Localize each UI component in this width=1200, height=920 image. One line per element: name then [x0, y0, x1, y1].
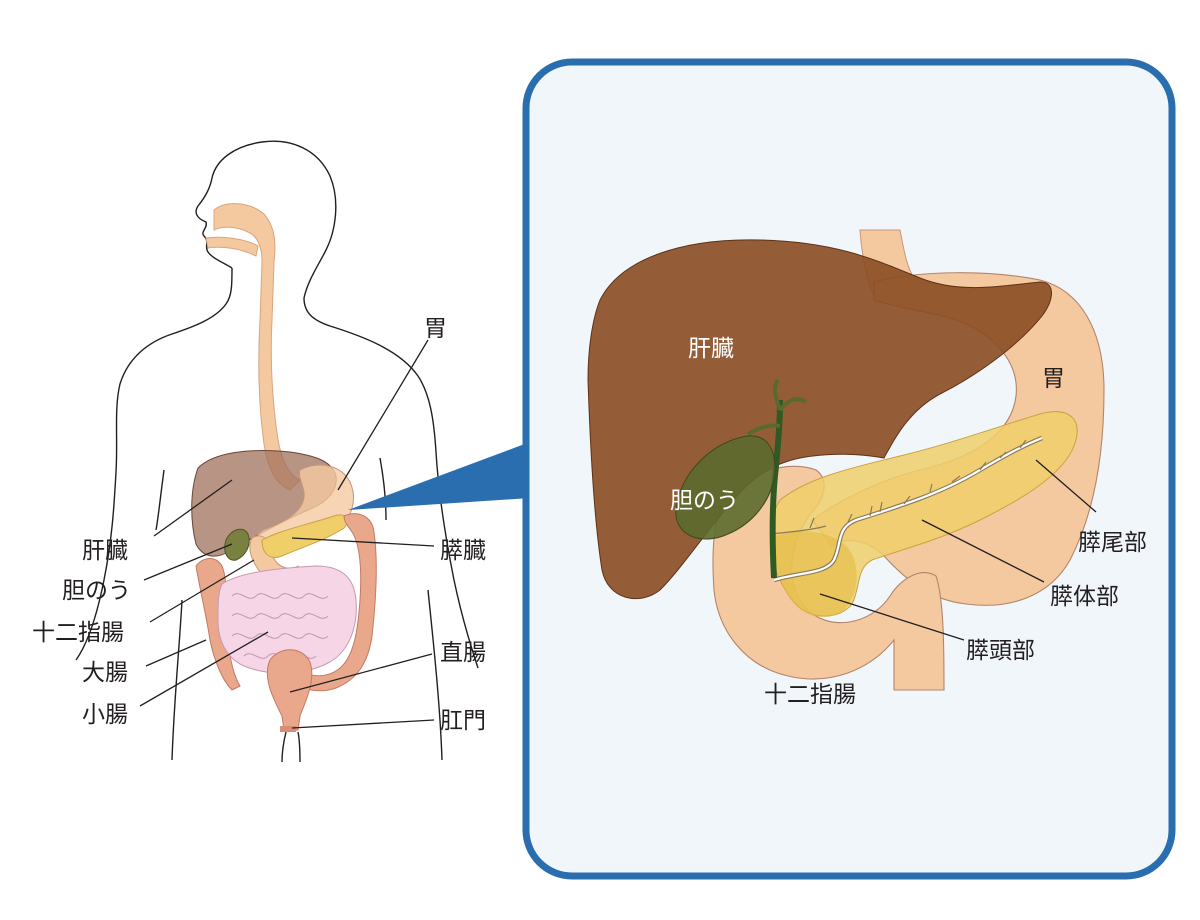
gallbladder-organ	[224, 528, 250, 561]
callout-wedge	[348, 442, 530, 510]
detail-gallbladder	[675, 435, 776, 540]
label-rectum: 直腸	[440, 640, 486, 666]
label-anus: 肛門	[440, 708, 486, 734]
mouth-cavity	[205, 236, 259, 257]
detail-label-liver: 肝臓	[688, 336, 734, 362]
detail-label-pancreas-head: 膵頭部	[966, 638, 1035, 664]
label-large-intestine: 大腸	[82, 660, 128, 686]
rectum-organ	[266, 649, 313, 731]
label-stomach: 胃	[424, 316, 447, 342]
detail-label-pancreas-body: 膵体部	[1050, 584, 1119, 610]
anus-organ	[280, 726, 296, 732]
common-bile-duct	[769, 399, 783, 579]
detail-label-gallbladder: 胆のう	[670, 488, 739, 514]
detail-label-pancreas-tail: 膵尾部	[1078, 530, 1147, 556]
pancreas-organ	[261, 514, 349, 558]
small-intestine-organ	[217, 565, 357, 674]
label-duodenum: 十二指腸	[32, 620, 124, 646]
label-pancreas: 膵臓	[440, 538, 486, 564]
body-outline	[75, 140, 479, 763]
detail-label-duodenum: 十二指腸	[764, 682, 856, 708]
body-overview: 胃 肝臓 胆のう 十二指腸 大腸 小腸 膵臓 直腸 肛門	[32, 140, 486, 763]
detail-label-stomach: 胃	[1042, 366, 1065, 392]
detail-view: 肝臓 胃 胆のう 膵尾部 膵体部 膵頭部 十二指腸	[587, 229, 1147, 708]
label-liver: 肝臓	[82, 538, 128, 564]
label-small-intestine: 小腸	[82, 702, 128, 728]
label-gallbladder: 胆のう	[62, 578, 131, 604]
